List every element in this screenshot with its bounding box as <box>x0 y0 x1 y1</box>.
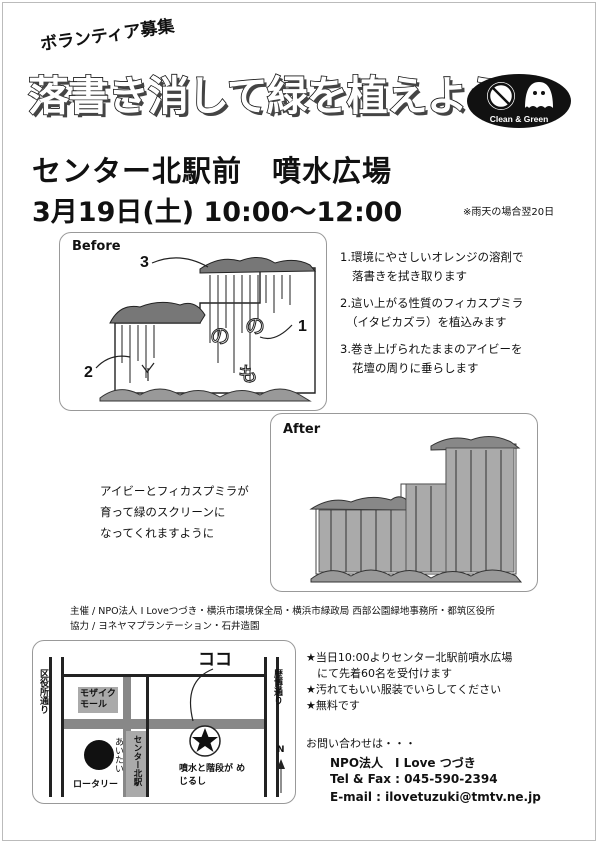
contact-org: NPO法人 I Love つづき <box>330 756 476 770</box>
map-aitai: あいたい <box>113 737 123 773</box>
after-caption-line-1: アイビーとフィカスプミラが <box>100 484 249 498</box>
before-illustration: の の も 3 2 1 <box>84 254 317 402</box>
step-2-line-1: 2.這い上がる性質のフィカスプミラ <box>340 296 524 310</box>
event-date: 3月19日(土) 10:00～12:00 <box>32 197 403 228</box>
logo-text: Clean & Green <box>490 114 549 124</box>
contact-email[interactable]: E-mail : ilovetuzuki@tmtv.ne.jp <box>330 790 541 804</box>
marker-1: 1 <box>298 318 307 335</box>
step-3-line-1: 3.巻き上げられたままのアイビーを <box>340 342 523 356</box>
after-panel: After <box>270 413 538 592</box>
map-ward-office-street: 区役所通り <box>38 669 48 714</box>
map-mosaic-mall: モザイク モール <box>80 689 116 710</box>
map-north: N <box>277 745 285 755</box>
marker-2: 2 <box>84 364 93 381</box>
clean-green-logo: Clean & Green <box>467 74 571 128</box>
map-koko: ココ <box>198 650 232 670</box>
map-drawing <box>49 657 285 797</box>
cooperation-text: 協力 / ヨネヤマプランテーション・石井造園 <box>70 621 260 632</box>
after-caption-line-3: なってくれますように <box>100 526 215 540</box>
map-panel: ココ 区役所通り モザイク モール センター北駅 あいたい ロータリー 噴水と階… <box>32 640 296 804</box>
map-center-kita-station: センター北駅 <box>132 735 142 786</box>
event-info: ★当日10:00よりセンター北駅前噴水広場 にて先着60名を受付けます ★汚れて… <box>306 650 512 714</box>
svg-text:の: の <box>245 314 265 338</box>
organizer-text: 主催 / NPO法人 I Loveつづき・横浜市環境保全局・横浜市緑政局 西部公… <box>70 606 495 617</box>
svg-text:も: も <box>238 362 258 386</box>
before-label: Before <box>72 239 121 254</box>
marker-3: 3 <box>140 254 149 271</box>
rain-note: ※雨天の場合翌20日 <box>463 207 555 218</box>
steps-list: 1.環境にやさしいオレンジの溶剤で 落書きを拭き取ります 2.這い上がる性質のフ… <box>340 248 580 378</box>
info-line-4: ★無料です <box>306 699 360 712</box>
after-caption: アイビーとフィカスプミラが 育って緑のスクリーンに なってくれますように <box>100 481 249 544</box>
step-3-line-2: 花壇の周りに垂らします <box>352 361 479 375</box>
inquiry-text: お問い合わせは・・・ <box>306 737 416 750</box>
event-venue: センター北駅前 噴水広場 <box>32 154 393 188</box>
info-line-1: ★当日10:00よりセンター北駅前噴水広場 <box>306 651 513 664</box>
info-line-3: ★汚れてもいい服装でいらしてください <box>306 683 502 696</box>
before-panel: Before の の も 3 2 1 <box>59 232 327 411</box>
after-illustration <box>309 436 523 583</box>
after-caption-line-2: 育って緑のスクリーンに <box>100 505 226 519</box>
map-fountain-landmark: 噴水と階段が めじるし <box>179 764 246 787</box>
step-1-line-2: 落書きを拭き取ります <box>352 269 467 283</box>
contact-tel: Tel & Fax : 045-590-2394 <box>330 772 498 786</box>
map-rekihaku-street: 歴博通り <box>272 669 282 705</box>
step-2-line-2: （イタビカズラ）を植込みます <box>346 315 507 329</box>
info-line-2: にて先着60名を受付けます <box>306 667 452 680</box>
map-rotary: ロータリー <box>73 780 119 790</box>
after-label: After <box>283 422 321 437</box>
page-title: 落書き消して緑を植えよう <box>27 71 508 121</box>
svg-text:の: の <box>210 324 230 348</box>
step-1-line-1: 1.環境にやさしいオレンジの溶剤で <box>340 250 524 264</box>
